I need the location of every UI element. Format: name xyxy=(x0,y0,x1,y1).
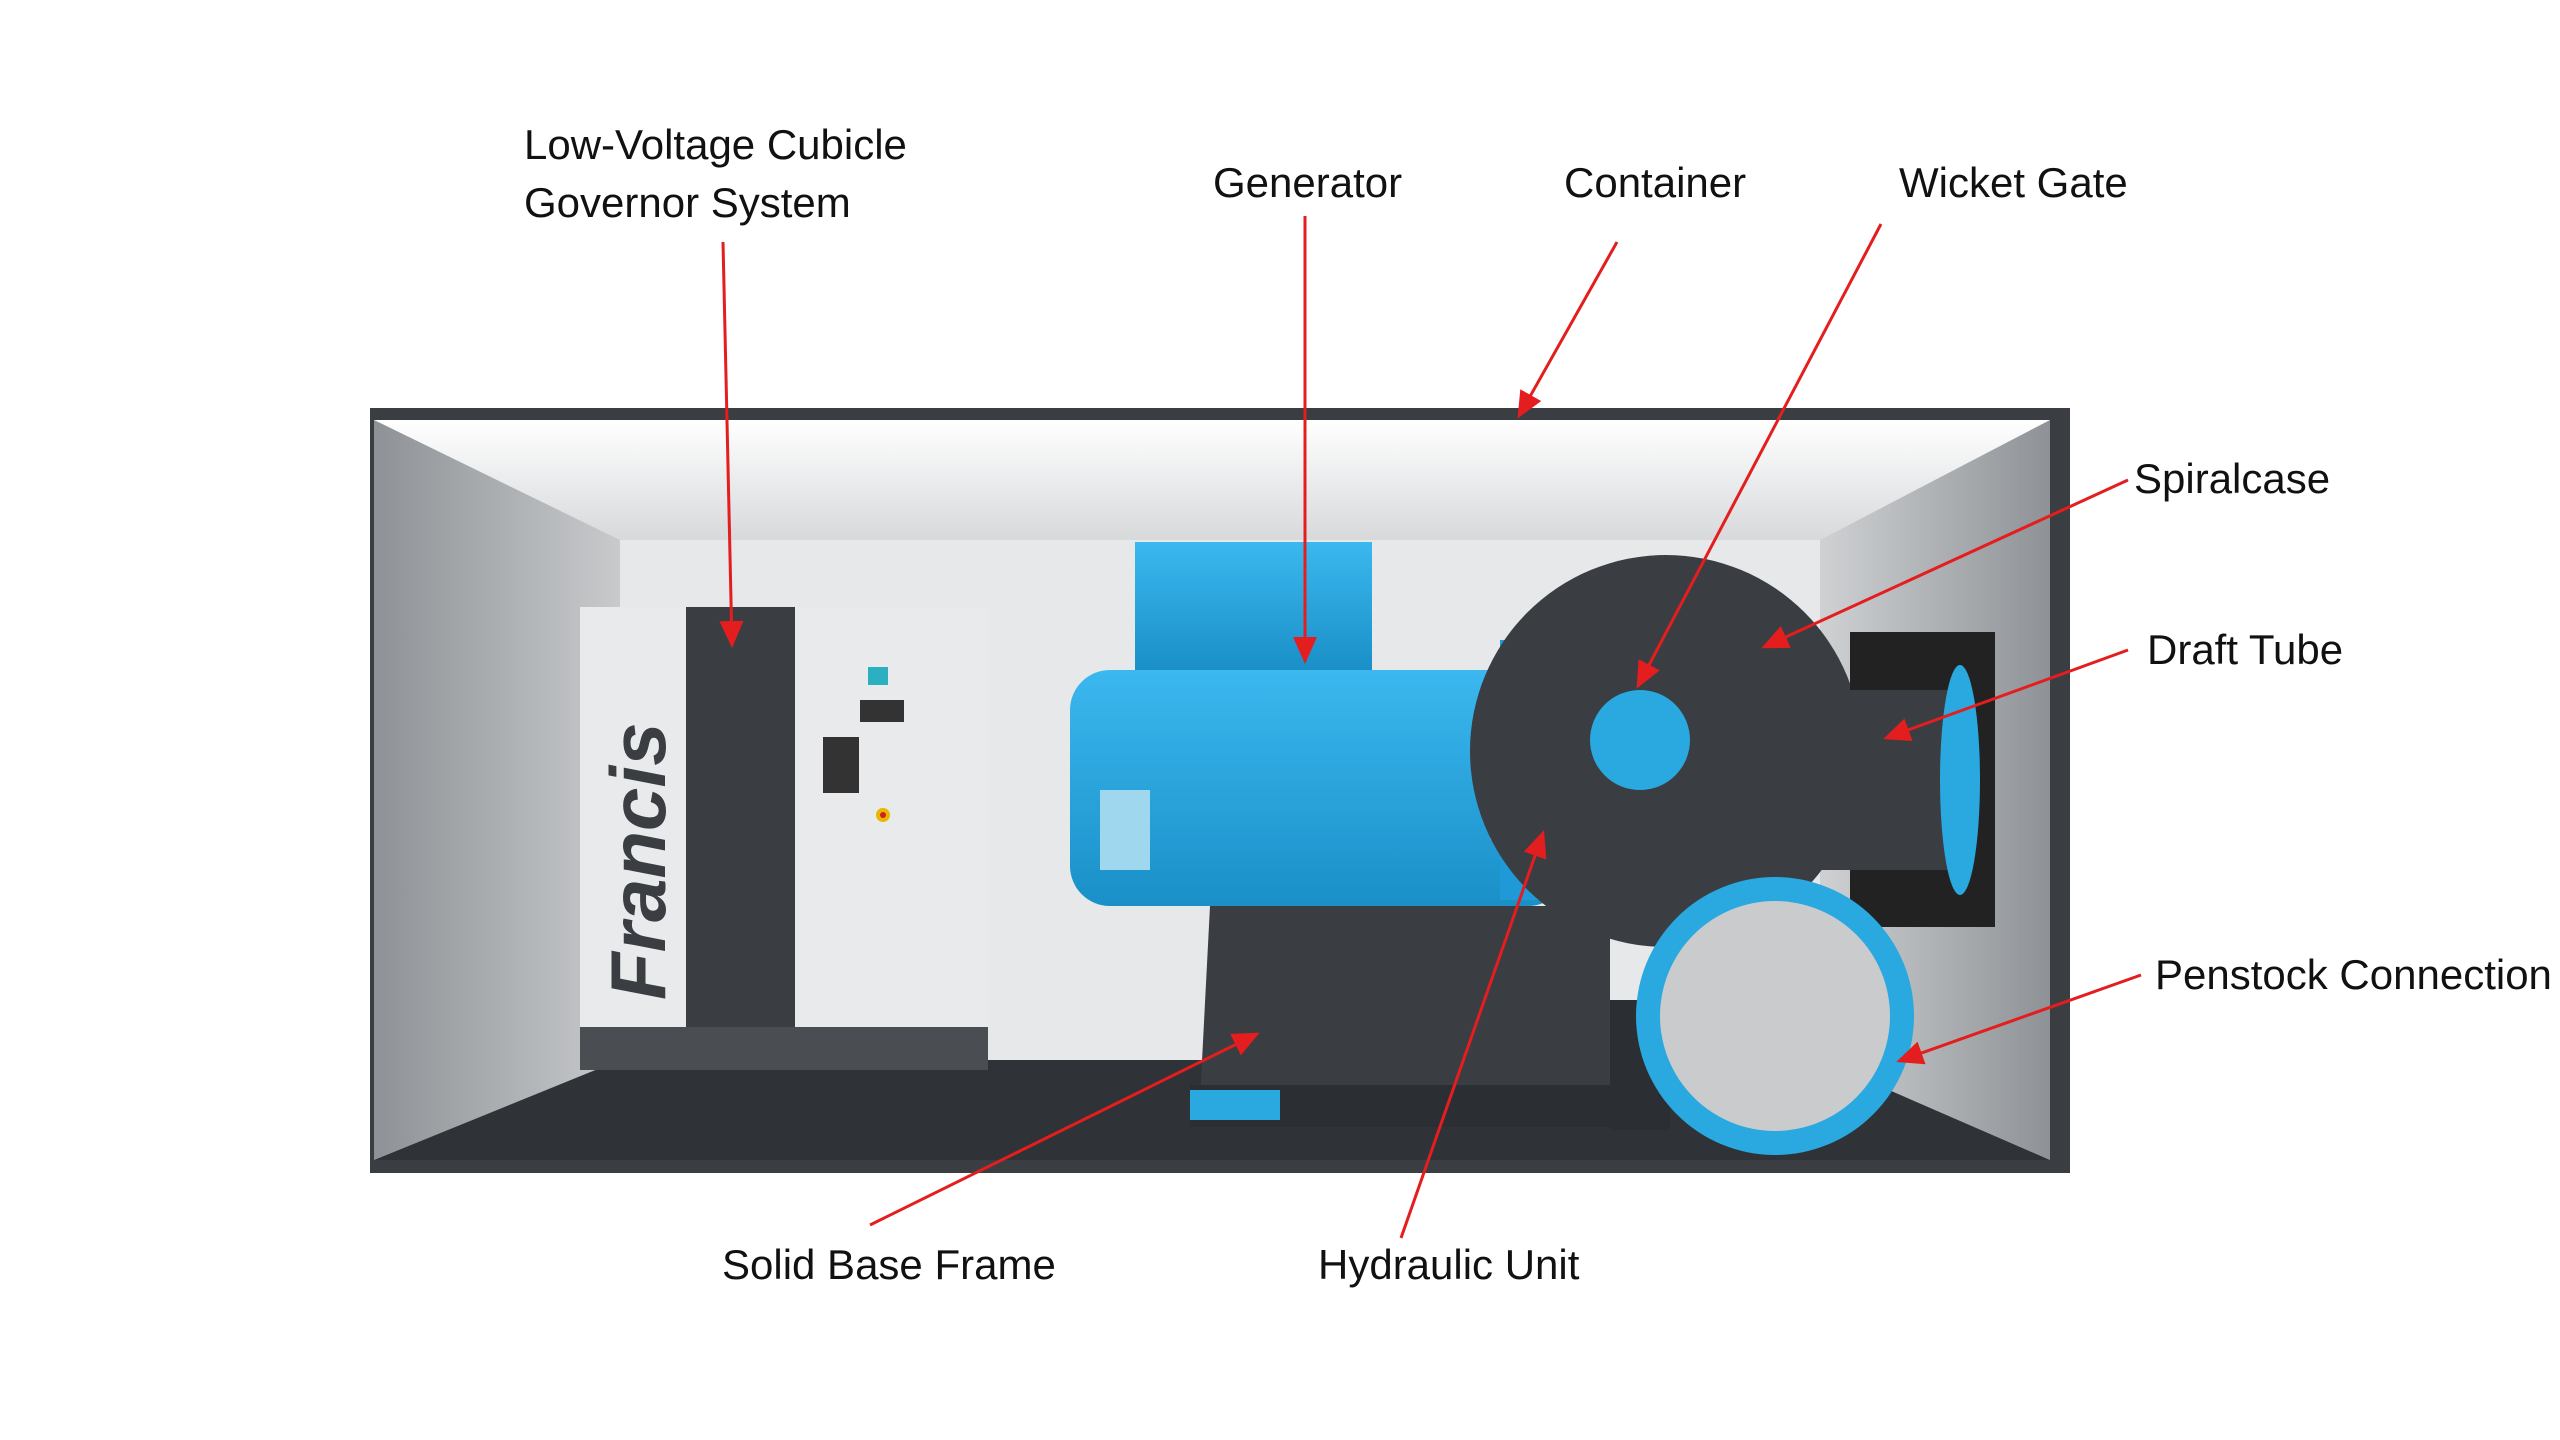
label-spiralcase: Spiralcase xyxy=(2134,455,2331,502)
cabinet-brand: Francis xyxy=(594,723,682,1000)
callout-lines xyxy=(719,216,2142,1239)
low-voltage-cubicle: Francis xyxy=(580,607,988,1070)
arrow-container xyxy=(1517,241,1619,419)
label-generator: Generator xyxy=(1213,159,1403,206)
label-penstock: Penstock Connection xyxy=(2155,951,2552,998)
arrow-wicket-gate xyxy=(1636,223,1883,689)
label-cubicle: Low-Voltage Cubicle xyxy=(524,121,907,168)
label-base-frame: Solid Base Frame xyxy=(722,1241,1056,1288)
label-hydraulic-unit: Hydraulic Unit xyxy=(1318,1241,1580,1288)
arrow-hydraulic-unit xyxy=(1399,830,1547,1239)
label-wicket-gate: Wicket Gate xyxy=(1899,159,2128,206)
arrow-penstock xyxy=(1896,973,2142,1065)
arrow-base-frame xyxy=(869,1032,1260,1227)
arrow-spiralcase xyxy=(1761,478,2129,649)
draft-tube xyxy=(1780,632,1995,927)
label-draft-tube: Draft Tube xyxy=(2147,626,2344,673)
label-container: Container xyxy=(1564,159,1747,206)
base-frame xyxy=(1190,906,1630,1127)
spiralcase xyxy=(1470,555,1862,947)
label-governor: Governor System xyxy=(524,179,851,226)
arrow-draft-tube xyxy=(1883,648,2129,742)
arrow-cubicle xyxy=(719,241,744,648)
penstock-connection xyxy=(1610,877,1914,1155)
